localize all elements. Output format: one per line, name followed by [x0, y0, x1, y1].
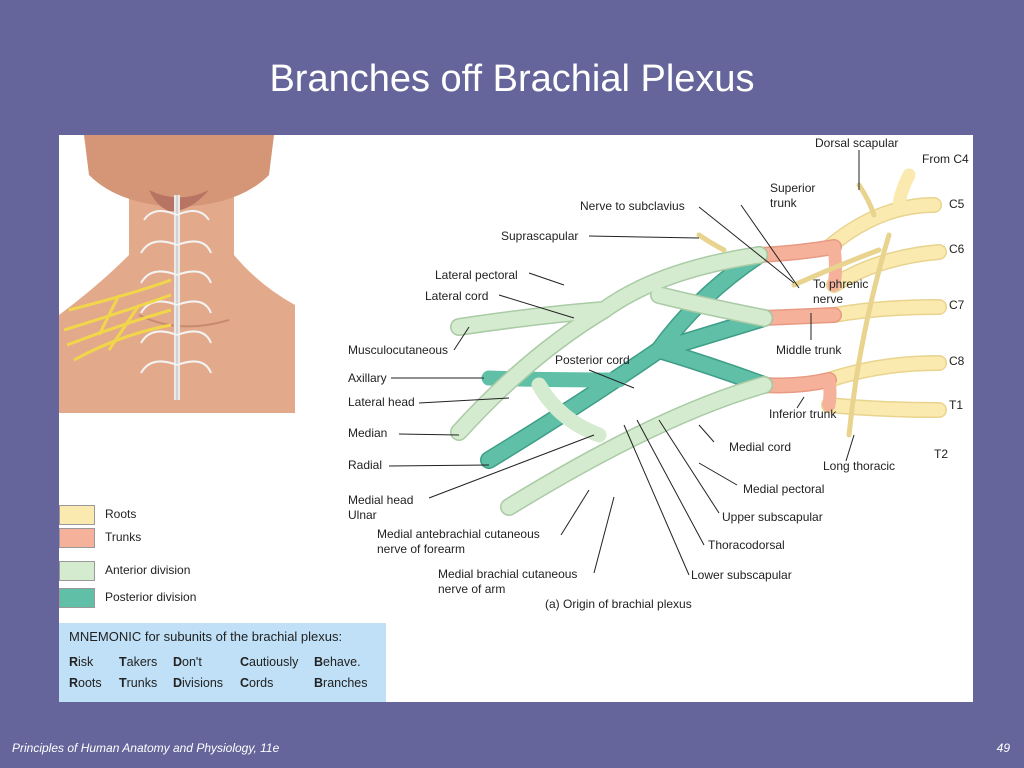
label-medial-head: Medial head — [348, 493, 413, 507]
mnemonic-subunit: Roots — [69, 676, 102, 690]
label-nerve-to-subclavius: Nerve to subclavius — [580, 199, 685, 213]
mnemonic-subunit: Trunks — [119, 676, 158, 690]
small-branches — [696, 182, 892, 438]
mnemonic-box: MNEMONIC for subunits of the brachial pl… — [59, 623, 386, 702]
legend-item-roots: Roots — [59, 505, 299, 525]
label-from-c4: From C4 — [922, 152, 969, 166]
label-superior-trunk-line2: trunk — [770, 196, 798, 210]
label-lateral-head: Lateral head — [348, 395, 415, 409]
neck-drawing — [59, 135, 295, 413]
brachial-plexus-figure: Dorsal scapular From C4 Superior trunk C… — [59, 135, 973, 702]
legend-item-anterior: Anterior division — [59, 561, 299, 581]
legend-swatch-posterior — [59, 588, 95, 608]
label-long-thoracic: Long thoracic — [823, 459, 895, 473]
label-c7: C7 — [949, 298, 965, 312]
label-ulnar: Ulnar — [348, 508, 377, 522]
mnemonic-word: Cautiously — [240, 655, 299, 669]
legend-swatch-anterior — [59, 561, 95, 581]
legend-item-trunks: Trunks — [59, 528, 299, 548]
label-medial-pectoral: Medial pectoral — [743, 482, 824, 496]
legend-label-roots: Roots — [105, 507, 137, 521]
footer-source: Principles of Human Anatomy and Physiolo… — [12, 741, 280, 755]
legend-label-trunks: Trunks — [105, 530, 142, 544]
label-c8: C8 — [949, 354, 965, 368]
legend-swatch-roots — [59, 505, 95, 525]
label-c5: C5 — [949, 197, 965, 211]
label-lateral-cord: Lateral cord — [425, 289, 488, 303]
label-c6: C6 — [949, 242, 965, 256]
label-posterior-cord: Posterior cord — [555, 353, 630, 367]
slide-title: Branches off Brachial Plexus — [269, 58, 755, 100]
mnemonic-word: Takers — [119, 655, 158, 669]
legend-swatch-trunks — [59, 528, 95, 548]
label-lateral-pectoral: Lateral pectoral — [435, 268, 518, 282]
label-lower-subscapular: Lower subscapular — [691, 568, 792, 582]
legend-item-posterior: Posterior division — [59, 588, 299, 608]
label-t1: T1 — [949, 398, 963, 412]
label-dorsal-scapular: Dorsal scapular — [815, 136, 898, 150]
label-medial-antebrachial-line2: nerve of forearm — [377, 542, 465, 556]
label-axillary: Axillary — [348, 371, 387, 385]
label-medial-cord: Medial cord — [729, 440, 791, 454]
legend-label-anterior: Anterior division — [105, 563, 191, 577]
mnemonic-subunit: Branches — [314, 676, 368, 690]
anterior-division — [451, 247, 772, 515]
mnemonic-word: Behave. — [314, 655, 361, 669]
legend-label-posterior: Posterior division — [105, 590, 197, 604]
mnemonic-subunit: Cords — [240, 676, 274, 690]
label-to-phrenic-line2: nerve — [813, 292, 843, 306]
label-medial-antebrachial-line1: Medial antebrachial cutaneous — [377, 527, 540, 541]
label-thoracodorsal: Thoracodorsal — [708, 538, 785, 552]
plexus-diagram: Dorsal scapular From C4 Superior trunk C… — [348, 136, 969, 611]
roots — [822, 168, 946, 417]
label-suprascapular: Suprascapular — [501, 229, 578, 243]
neck-illustration — [59, 135, 295, 413]
label-inferior-trunk: Inferior trunk — [769, 407, 837, 421]
label-medial-brachial-line2: nerve of arm — [438, 582, 505, 596]
label-t2: T2 — [934, 447, 948, 461]
label-middle-trunk: Middle trunk — [776, 343, 842, 357]
label-median: Median — [348, 426, 387, 440]
page-number: 49 — [996, 741, 1010, 755]
label-upper-subscapular: Upper subscapular — [722, 510, 823, 524]
mnemonic-subunit: Divisions — [173, 676, 224, 690]
label-superior-trunk-line1: Superior — [770, 181, 815, 195]
label-radial: Radial — [348, 458, 382, 472]
mnemonic-word: Don't — [173, 655, 202, 669]
leader-lines — [388, 150, 860, 576]
mnemonic-title: MNEMONIC for subunits of the brachial pl… — [69, 629, 343, 644]
label-musculocutaneous: Musculocutaneous — [348, 343, 448, 357]
diagram-caption: (a) Origin of brachial plexus — [545, 597, 692, 611]
label-medial-brachial-line1: Medial brachial cutaneous — [438, 567, 577, 581]
label-to-phrenic-line1: To phrenic — [813, 277, 868, 291]
mnemonic-word: Risk — [69, 655, 94, 669]
